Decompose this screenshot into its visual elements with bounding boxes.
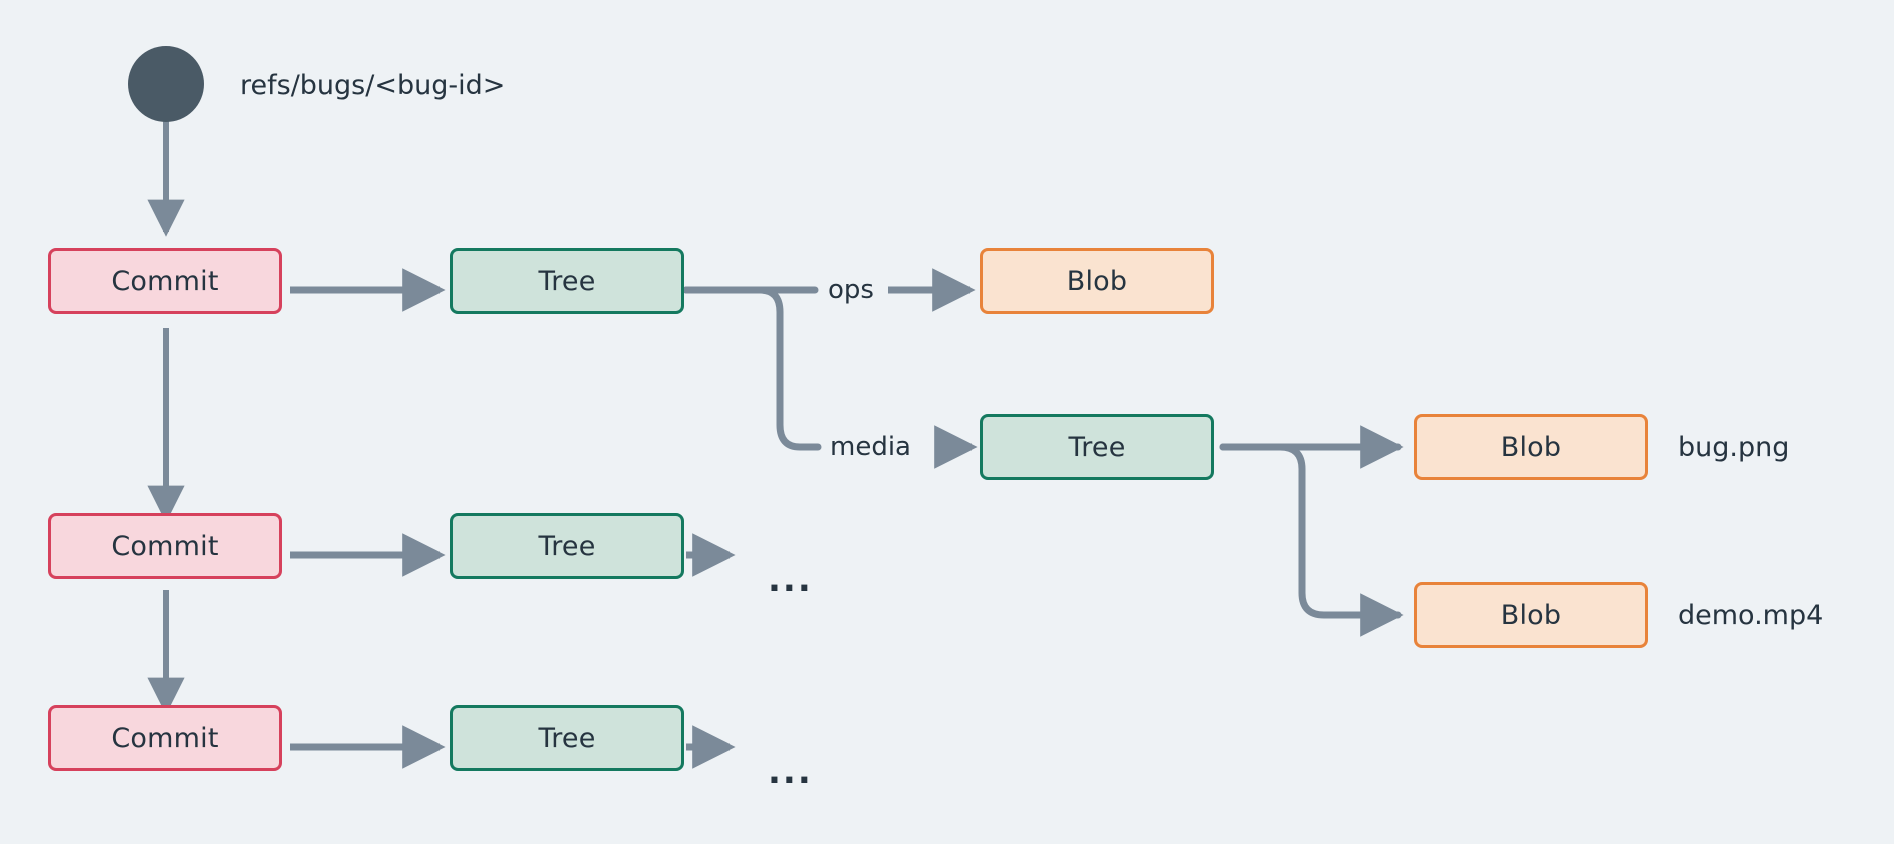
node-tree-2[interactable]: Tree	[450, 513, 684, 579]
node-tree-media-label: Tree	[1068, 431, 1126, 463]
ref-label: refs/bugs/<bug-id>	[240, 70, 506, 101]
node-blob-ops[interactable]: Blob	[980, 248, 1214, 314]
ref-node-dot[interactable]	[128, 46, 204, 122]
node-commit-1-label: Commit	[111, 265, 219, 297]
node-commit-3[interactable]: Commit	[48, 705, 282, 771]
node-blob-ops-label: Blob	[1066, 265, 1128, 297]
node-tree-3[interactable]: Tree	[450, 705, 684, 771]
node-commit-3-label: Commit	[111, 722, 219, 754]
edge-label-ops: ops	[826, 275, 876, 305]
node-tree-3-label: Tree	[538, 722, 596, 754]
node-commit-2-label: Commit	[111, 530, 219, 562]
node-tree-media[interactable]: Tree	[980, 414, 1214, 480]
file-label-bug-png: bug.png	[1678, 432, 1790, 463]
node-tree-2-label: Tree	[538, 530, 596, 562]
file-label-demo-mp4: demo.mp4	[1678, 600, 1824, 631]
ellipsis-row-2: ...	[768, 560, 813, 600]
node-blob-demo-mp4-label: Blob	[1500, 599, 1562, 631]
node-blob-bug-png[interactable]: Blob	[1414, 414, 1648, 480]
edge-tree1-fork-media	[682, 286, 822, 451]
node-blob-bug-png-label: Blob	[1500, 431, 1562, 463]
node-tree-1[interactable]: Tree	[450, 248, 684, 314]
node-commit-2[interactable]: Commit	[48, 513, 282, 579]
edge-label-media: media	[828, 432, 913, 462]
ellipsis-row-3: ...	[768, 752, 813, 792]
edge-treemedia-to-demomp4	[1219, 443, 1404, 637]
node-blob-demo-mp4[interactable]: Blob	[1414, 582, 1648, 648]
node-commit-1[interactable]: Commit	[48, 248, 282, 314]
node-tree-1-label: Tree	[538, 265, 596, 297]
